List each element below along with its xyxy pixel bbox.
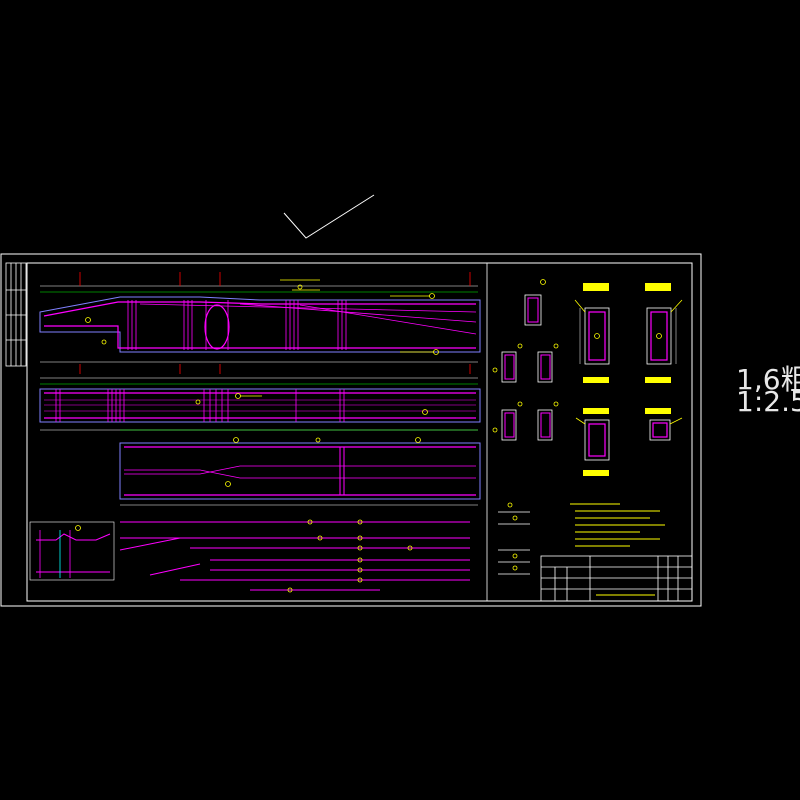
schedule-markers [287, 519, 413, 593]
rebar-bending-schedule [119, 521, 470, 591]
hook-details [498, 502, 530, 575]
beam-plan-view [39, 377, 481, 431]
beam-section-view [119, 429, 481, 506]
beam-elevation-view [39, 272, 481, 374]
scale-note: 1:2.5 [736, 385, 800, 418]
line-weight-note: 1,6粗 [736, 363, 800, 396]
end-detail [29, 521, 115, 581]
stray-mark [283, 194, 375, 239]
general-notes [570, 503, 665, 547]
sheet-outer-border [0, 253, 702, 607]
left-title-strip [5, 262, 27, 367]
cross-section-details [492, 279, 559, 441]
title-block [540, 555, 693, 602]
sheet-inner-border [26, 262, 693, 602]
section-views-right [574, 283, 683, 476]
